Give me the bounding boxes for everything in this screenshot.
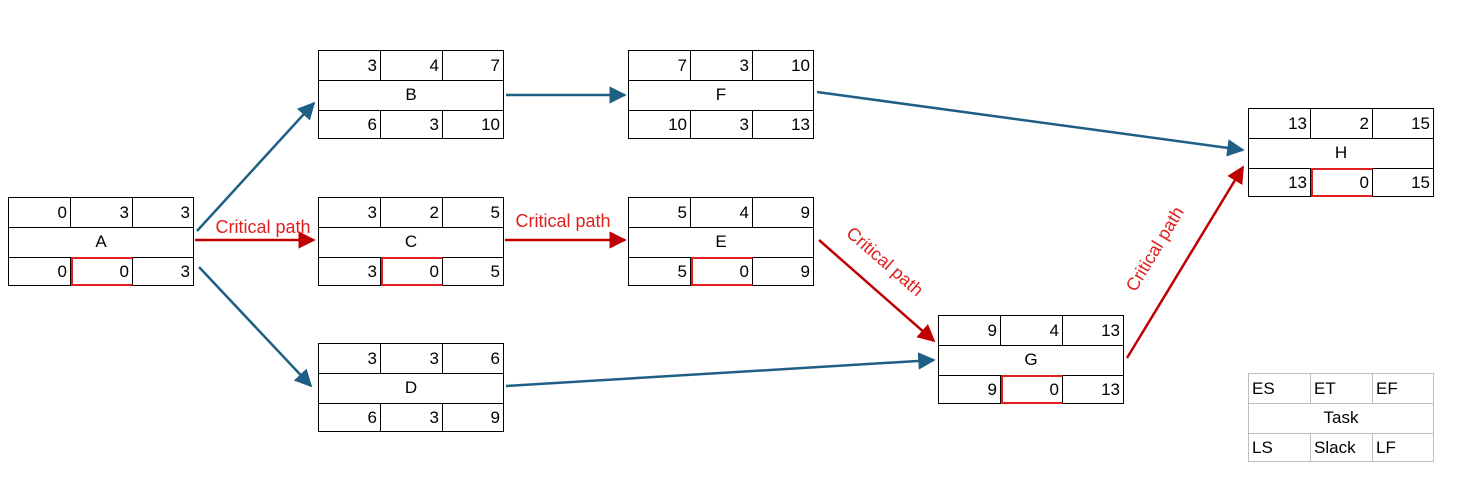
late-start: 9	[939, 375, 1001, 404]
late-finish: 13	[1101, 379, 1120, 399]
estimated-time: 3	[691, 51, 753, 80]
estimated-time: 4	[381, 51, 443, 80]
legend-es: ES	[1249, 374, 1311, 403]
estimated-time: 2	[1311, 109, 1373, 138]
task-name: F	[715, 85, 727, 104]
slack-highlighted: 0	[1311, 168, 1373, 197]
estimated-time: 4	[691, 198, 753, 227]
late-finish: 9	[490, 407, 500, 427]
late-start: 0	[9, 257, 71, 286]
early-finish: 7	[490, 55, 500, 75]
task-name: H	[1334, 143, 1348, 162]
late-finish: 9	[800, 261, 810, 281]
task-node-C: 3 2 5 C 3 0 5	[318, 197, 504, 286]
task-node-B: 3 4 7 B 6 3 10	[318, 50, 504, 139]
late-finish: 3	[180, 261, 190, 281]
edge-A-D	[198, 266, 313, 388]
late-finish: 10	[481, 114, 500, 134]
legend-task: Task	[1323, 408, 1359, 427]
early-start: 7	[629, 51, 691, 80]
late-start: 6	[319, 110, 381, 139]
slack-highlighted: 0	[691, 257, 753, 286]
critical-path-label-G-H: Critical path	[1122, 203, 1188, 295]
legend-ls: LS	[1249, 433, 1311, 462]
edge-D-G	[505, 352, 936, 388]
legend-ef: EF	[1376, 378, 1398, 398]
estimated-time: 3	[381, 344, 443, 373]
legend-lf: LF	[1376, 437, 1396, 457]
critical-path-label-E-G: Critical path	[843, 223, 928, 300]
estimated-time: 3	[71, 198, 133, 227]
early-start: 13	[1249, 109, 1311, 138]
task-node-E: 5 4 9 E 5 0 9	[628, 197, 814, 286]
task-name: A	[95, 232, 107, 251]
task-name: B	[405, 85, 417, 104]
late-start: 13	[1249, 168, 1311, 197]
early-start: 5	[629, 198, 691, 227]
estimated-time: 2	[381, 198, 443, 227]
slack-highlighted: 0	[381, 257, 443, 286]
edge-A-B	[196, 101, 316, 232]
slack-highlighted: 0	[1001, 375, 1063, 404]
task-name: D	[404, 378, 418, 397]
task-name: G	[1024, 350, 1038, 369]
early-finish: 13	[1101, 320, 1120, 340]
early-finish: 6	[490, 348, 500, 368]
task-node-D: 3 3 6 D 6 3 9	[318, 343, 504, 432]
slack-highlighted: 0	[71, 257, 133, 286]
edge-F-H	[816, 90, 1245, 157]
critical-path-label-A-C: Critical path	[215, 217, 310, 237]
task-name: C	[404, 232, 418, 251]
late-start: 6	[319, 403, 381, 432]
early-finish: 3	[180, 202, 190, 222]
slack: 3	[691, 110, 753, 139]
early-start: 3	[319, 198, 381, 227]
slack: 3	[381, 110, 443, 139]
early-finish: 5	[490, 202, 500, 222]
early-start: 3	[319, 344, 381, 373]
early-start: 0	[9, 198, 71, 227]
task-node-A: 0 3 3 A 0 0 3	[8, 197, 194, 286]
legend-et: ET	[1311, 374, 1373, 403]
late-start: 10	[629, 110, 691, 139]
late-finish: 13	[791, 114, 810, 134]
late-finish: 15	[1411, 172, 1430, 192]
edge-G-H	[1125, 165, 1245, 359]
task-node-H: 13 2 15 H 13 0 15	[1248, 108, 1434, 197]
early-finish: 15	[1411, 113, 1430, 133]
legend-slack: Slack	[1311, 433, 1373, 462]
early-start: 3	[319, 51, 381, 80]
late-start: 3	[319, 257, 381, 286]
early-finish: 10	[791, 55, 810, 75]
critical-path-label-C-E: Critical path	[515, 211, 610, 231]
late-finish: 5	[490, 261, 500, 281]
task-node-F: 7 3 10 F 10 3 13	[628, 50, 814, 139]
task-name: E	[715, 232, 727, 251]
early-start: 9	[939, 316, 1001, 345]
estimated-time: 4	[1001, 316, 1063, 345]
edge-E-G	[818, 239, 936, 343]
early-finish: 9	[800, 202, 810, 222]
late-start: 5	[629, 257, 691, 286]
slack: 3	[381, 403, 443, 432]
task-node-G: 9 4 13 G 9 0 13	[938, 315, 1124, 404]
legend-key: ES ET EF Task LS Slack LF	[1248, 373, 1434, 462]
